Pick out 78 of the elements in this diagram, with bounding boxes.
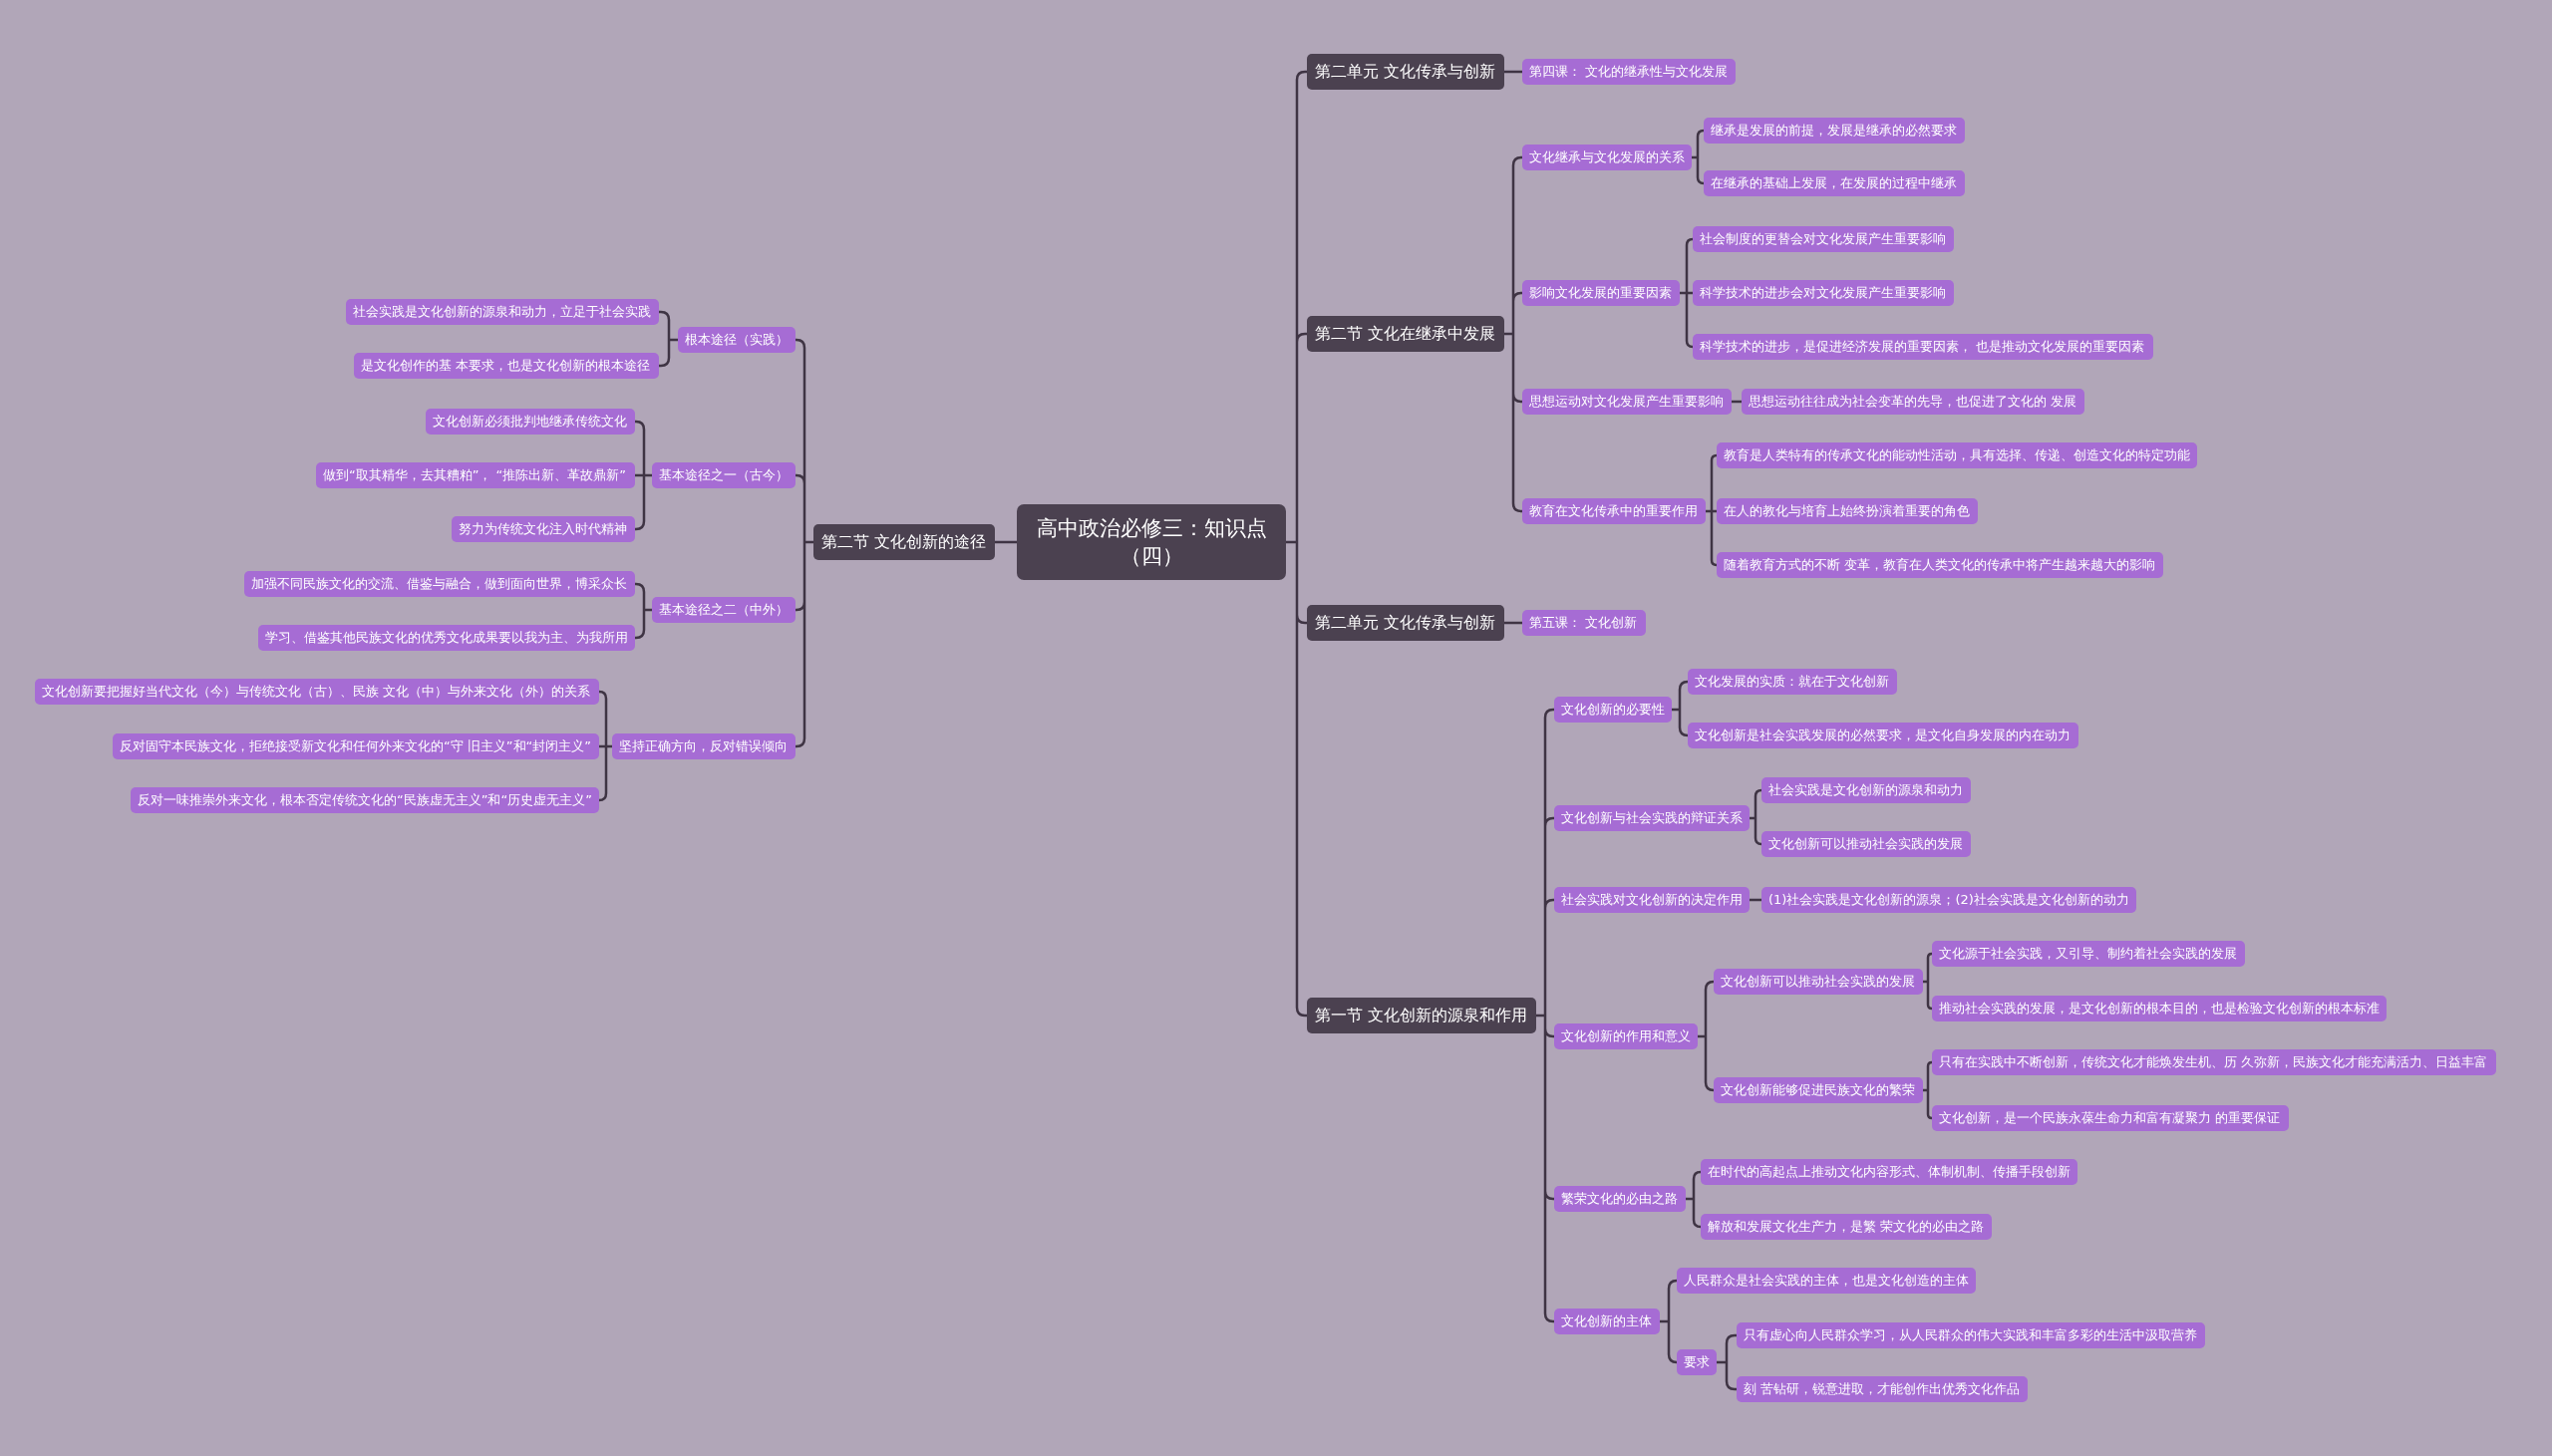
connector-line — [1715, 1333, 1739, 1391]
subtopic-box: (1)社会实践是文化创新的源泉；(2)社会实践是文化创新的动力 — [1761, 887, 2136, 913]
subtopic-box: 解放和发展文化生产力，是繁 荣文化的必由之路 — [1701, 1214, 1992, 1240]
subtopic-box: 社会实践是文化创新的源泉和动力 — [1761, 777, 1971, 803]
central-topic-box: 高中政治必修三：知识点（四） — [1017, 504, 1286, 580]
subtopic-box: 思想运动对文化发展产生重要影响 — [1522, 389, 1732, 415]
connector-line — [1696, 980, 1716, 1092]
subtopic-box: 学习、借鉴其他民族文化的优秀文化成果要以我为主、为我所用 — [258, 625, 635, 651]
subtopic-box: 文化创新的作用和意义 — [1554, 1023, 1698, 1049]
connector-line — [1534, 708, 1556, 1323]
subtopic-box: 科学技术的进步，是促进经济发展的重要因素， 也是推动文化发展的重要因素 — [1693, 334, 2153, 360]
subtopic-box: 刻 苦钻研，锐意进取，才能创作出优秀文化作品 — [1737, 1376, 2028, 1402]
connector-line — [1658, 1279, 1679, 1364]
subtopic-box: 在时代的高起点上推动文化内容形式、体制机制、传播手段创新 — [1701, 1159, 2077, 1185]
subtopic-box: 要求 — [1677, 1349, 1717, 1375]
connector-line — [1704, 453, 1719, 567]
subtopic-box: 文化创新的主体 — [1554, 1309, 1660, 1334]
connector-line — [1670, 680, 1690, 737]
subtopic-box: 加强不同民族文化的交流、借鉴与融合，做到面向世界，博采众长 — [244, 571, 635, 597]
subtopic-box: 坚持正确方向，反对错误倾向 — [612, 733, 796, 759]
subtopic-box: 科学技术的进步会对文化发展产生重要影响 — [1693, 280, 1954, 306]
subtopic-box: 基本途径之一（古今） — [652, 462, 796, 488]
subtopic-box: 人民群众是社会实践的主体，也是文化创造的主体 — [1677, 1268, 1976, 1294]
connector-line — [1502, 155, 1524, 513]
subtopic-box: 文化创新与社会实践的辩证关系 — [1554, 805, 1750, 831]
subtopic-box: 做到“取其精华，去其糟粕”， “推陈出新、革故鼎新” — [316, 462, 635, 488]
subtopic-box: 教育在文化传承中的重要作用 — [1522, 498, 1706, 524]
subtopic-box: 文化创新必须批判地继承传统文化 — [426, 409, 635, 435]
subtopic-box: 努力为传统文化注入时代精神 — [452, 516, 635, 542]
subtopic-box: 第四课： 文化的继承性与文化发展 — [1522, 59, 1736, 85]
connector-line — [633, 582, 654, 640]
subtopic-box: 推动社会实践的发展，是文化创新的根本目的，也是检验文化创新的根本标准 — [1932, 996, 2387, 1021]
connector-line — [794, 338, 815, 748]
subtopic-box: 繁荣文化的必由之路 — [1554, 1186, 1686, 1212]
subtopic-box: 只有在实践中不断创新，传统文化才能焕发生机、历 久弥新，民族文化才能充满活力、日益丰富 — [1932, 1049, 2496, 1075]
connector-line — [1748, 788, 1763, 846]
subtopic-box: 继承是发展的前提，发展是继承的必然要求 — [1704, 118, 1965, 144]
topic-box: 第二单元 文化传承与创新 — [1307, 605, 1504, 641]
connector-line — [993, 540, 1019, 544]
subtopic-box: 教育是人类特有的传承文化的能动性活动，具有选择、传递、创造文化的特定功能 — [1717, 442, 2197, 468]
subtopic-box: 第五课： 文化创新 — [1522, 610, 1646, 636]
subtopic-box: 文化创新是社会实践发展的必然要求，是文化自身发展的内在动力 — [1688, 723, 2078, 748]
subtopic-box: 根本途径（实践） — [678, 327, 796, 353]
subtopic-box: 在继承的基础上发展，在发展的过程中继承 — [1704, 170, 1965, 196]
topic-box: 第二节 文化创新的途径 — [813, 524, 995, 560]
subtopic-box: 思想运动往往成为社会变革的先导，也促进了文化的 发展 — [1742, 389, 2084, 415]
subtopic-box: 文化创新能够促进民族文化的繁荣 — [1714, 1077, 1923, 1103]
subtopic-box: 文化创新可以推动社会实践的发展 — [1714, 969, 1923, 995]
subtopic-box: 基本途径之二（中外） — [652, 597, 796, 623]
subtopic-box: 影响文化发展的重要因素 — [1522, 280, 1680, 306]
subtopic-box: 文化继承与文化发展的关系 — [1522, 145, 1692, 170]
topic-box: 第一节 文化创新的源泉和作用 — [1307, 998, 1536, 1033]
subtopic-box: 只有虚心向人民群众学习，从人民群众的伟大实践和丰富多彩的生活中汲取营养 — [1737, 1322, 2205, 1348]
subtopic-box: 反对固守本民族文化，拒绝接受新文化和任何外来文化的“守 旧主义”和“封闭主义” — [113, 733, 599, 759]
connector-line — [1684, 1170, 1703, 1229]
subtopic-box: 社会制度的更替会对文化发展产生重要影响 — [1693, 226, 1954, 252]
connector-line — [633, 420, 654, 531]
connector-line — [1678, 237, 1695, 349]
subtopic-box: 社会实践对文化创新的决定作用 — [1554, 887, 1750, 913]
connector-line — [657, 310, 680, 368]
subtopic-box: 文化创新要把握好当代文化（今）与传统文化（古）、民族 文化（中）与外来文化（外）的关系 — [35, 679, 599, 705]
connector-line — [597, 690, 614, 802]
subtopic-box: 文化创新可以推动社会实践的发展 — [1761, 831, 1971, 857]
subtopic-box: 文化发展的实质：就在于文化创新 — [1688, 669, 1897, 695]
subtopic-box: 反对一味推崇外来文化，根本否定传统文化的“民族虚无主义”和“历史虚无主义” — [131, 787, 599, 813]
subtopic-box: 文化创新，是一个民族永葆生命力和富有凝聚力 的重要保证 — [1932, 1105, 2289, 1131]
connector-line — [1921, 1060, 1934, 1120]
connector-line — [1690, 129, 1706, 185]
connector-line — [1284, 70, 1309, 1018]
topic-box: 第二单元 文化传承与创新 — [1307, 54, 1504, 90]
subtopic-box: 文化源于社会实践，又引导、制约着社会实践的发展 — [1932, 941, 2245, 967]
connector-line — [1921, 952, 1934, 1011]
topic-box: 第二节 文化在继承中发展 — [1307, 316, 1504, 352]
subtopic-box: 随着教育方式的不断 变革，教育在人类文化的传承中将产生越来越大的影响 — [1717, 552, 2163, 578]
subtopic-box: 是文化创作的基 本要求，也是文化创新的根本途径 — [354, 353, 659, 379]
subtopic-box: 社会实践是文化创新的源泉和动力，立足于社会实践 — [346, 299, 659, 325]
subtopic-box: 在人的教化与培育上始终扮演着重要的角色 — [1717, 498, 1978, 524]
subtopic-box: 文化创新的必要性 — [1554, 697, 1672, 723]
